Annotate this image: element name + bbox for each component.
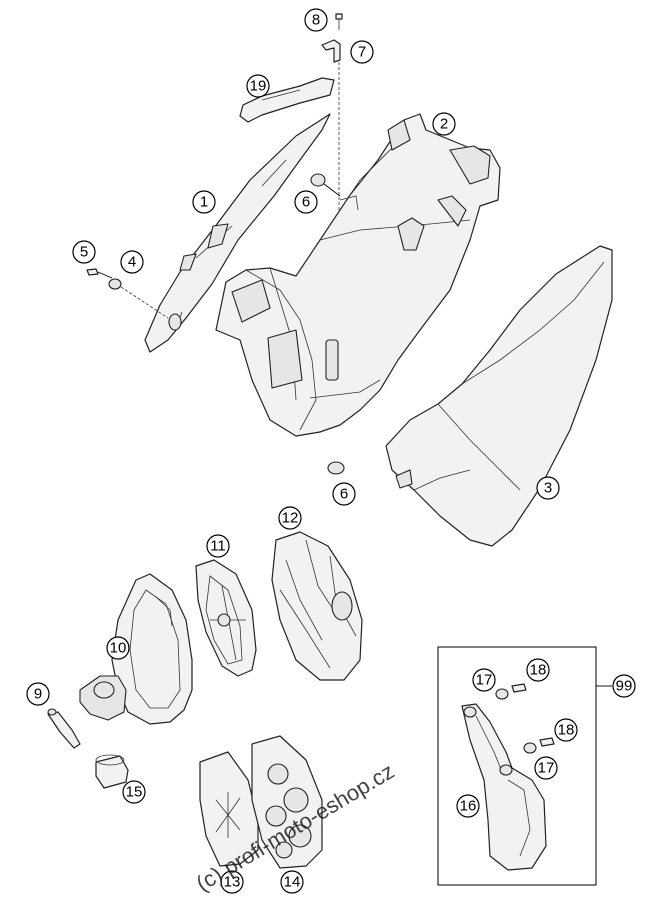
callout-14: 14: [280, 870, 304, 894]
callout-10-label: 10: [110, 640, 127, 657]
callout-19: 19: [246, 74, 270, 98]
callout-5: 5: [72, 240, 96, 264]
part-15-sleeve: [95, 754, 129, 789]
callout-18-upper: 18: [526, 658, 550, 682]
callout-11: 11: [206, 534, 230, 558]
part-19-strap: [239, 77, 335, 123]
part-7-clip: [321, 39, 341, 63]
part-17-nut-lower: [523, 742, 537, 754]
callout-16-label: 16: [460, 798, 477, 815]
callout-99-label: 99: [616, 678, 633, 695]
callout-2: 2: [432, 112, 456, 136]
callout-18-upper-label: 18: [530, 662, 547, 679]
part-18-screw-lower: [539, 737, 555, 747]
callout-6-lower-label: 6: [340, 486, 348, 503]
callout-6-lower: 6: [332, 482, 356, 506]
callout-6-upper: 6: [294, 190, 318, 214]
callout-5-label: 5: [80, 244, 88, 261]
callout-12-label: 12: [282, 510, 299, 527]
callout-4-label: 4: [128, 254, 136, 271]
callout-18-lower: 18: [554, 718, 578, 742]
callout-12: 12: [278, 506, 302, 530]
part-5-screw: [86, 268, 113, 279]
callout-3-label: 3: [544, 480, 552, 497]
part-11-filter-cage: [195, 559, 257, 677]
part-16-intake-snorkel: [461, 703, 547, 871]
part-2-airbox: [215, 113, 501, 437]
callout-11-label: 11: [210, 538, 226, 555]
part-12-air-filter: [271, 531, 363, 681]
callout-14-label: 14: [284, 874, 301, 891]
callout-6-upper-label: 6: [302, 194, 310, 211]
callout-10: 10: [106, 636, 130, 660]
callout-3: 3: [536, 476, 560, 500]
callout-19-label: 19: [250, 78, 267, 95]
callout-17-lower-label: 17: [538, 760, 555, 777]
callout-8: 8: [304, 8, 328, 32]
callout-99: 99: [612, 674, 636, 698]
part-9-clamp: [47, 708, 81, 749]
callout-9-label: 9: [34, 686, 42, 703]
part-3-right-side-cover: [385, 245, 613, 547]
callout-7-label: 7: [358, 44, 366, 61]
callout-9: 9: [26, 682, 50, 706]
callout-8-label: 8: [312, 12, 320, 29]
part-14-vented-cover: [251, 735, 323, 869]
part-6-upper-grommet: [310, 173, 341, 197]
part-10-filter-housing: [79, 573, 193, 725]
callout-1: 1: [192, 190, 216, 214]
callout-13: 13: [220, 870, 244, 894]
callout-1-label: 1: [200, 194, 208, 211]
callout-17-upper: 17: [472, 668, 496, 692]
callout-2-label: 2: [440, 116, 448, 133]
part-13-cover-plate: [199, 751, 259, 867]
part-6-lower-grommet: [327, 461, 345, 475]
callout-13-label: 13: [224, 874, 241, 891]
callout-4: 4: [120, 250, 144, 274]
callout-17-upper-label: 17: [476, 672, 493, 689]
callout-16: 16: [456, 794, 480, 818]
callout-7: 7: [350, 40, 374, 64]
callout-17-lower: 17: [534, 756, 558, 780]
kit-99-frame: [437, 646, 597, 886]
part-1-side-cover: [144, 113, 331, 353]
callout-15: 15: [122, 780, 146, 804]
part-18-screw-upper: [511, 683, 527, 693]
part-4-grommet: [108, 278, 169, 319]
part-8-bolt: [335, 13, 343, 30]
part-17-nut-upper: [495, 688, 509, 700]
callout-15-label: 15: [126, 784, 143, 801]
callout-18-lower-label: 18: [558, 722, 575, 739]
